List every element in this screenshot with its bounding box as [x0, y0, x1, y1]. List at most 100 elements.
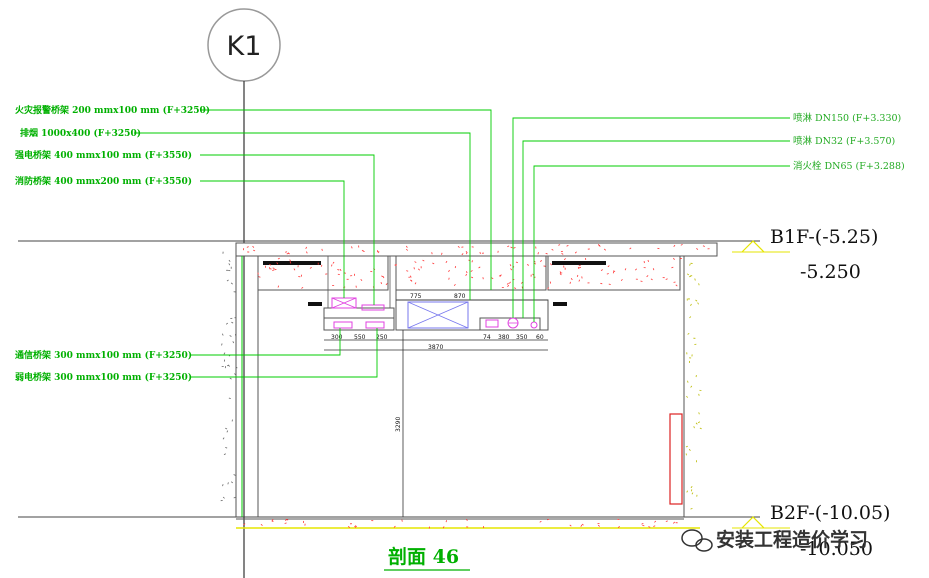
hatch-speckle — [235, 366, 238, 369]
hatch-speckle — [598, 244, 601, 247]
hatch-speckle — [509, 264, 512, 267]
hatch-speckle — [685, 445, 688, 448]
hatch-speckle — [471, 276, 474, 279]
hatch-speckle — [276, 262, 279, 265]
hatch-speckle — [360, 278, 363, 282]
hatch-speckle — [597, 524, 600, 527]
comm-tray — [333, 321, 353, 329]
hatch-speckle — [418, 268, 421, 271]
hatch-speckle — [225, 322, 229, 325]
concrete-hatch — [220, 243, 710, 529]
wechat-icon — [681, 529, 713, 552]
hatch-speckle — [506, 282, 509, 285]
hatch-speckle — [225, 427, 228, 430]
hatch-speckle — [578, 279, 581, 282]
hatch-speckle — [702, 245, 705, 247]
hatch-speckle — [686, 490, 689, 493]
hatch-speckle — [617, 525, 620, 528]
dim-250: 250 — [376, 334, 388, 341]
hatch-speckle — [381, 275, 384, 278]
hatch-speckle — [520, 281, 524, 284]
right-leaders — [512, 117, 790, 322]
hatch-speckle — [269, 263, 272, 266]
hatch-speckle — [410, 279, 413, 282]
hatch-speckle — [560, 250, 563, 253]
hatch-speckle — [243, 523, 246, 526]
hatch-speckle — [695, 299, 698, 302]
hatch-speckle — [698, 412, 700, 415]
hatch-speckle — [526, 264, 530, 266]
hatch-speckle — [620, 278, 623, 282]
level-b2f-name: B2F-(-10.05) — [770, 502, 890, 524]
hatch-speckle — [293, 268, 296, 271]
hatch-speckle — [320, 264, 323, 267]
hatch-speckle — [690, 385, 693, 388]
hatch-speckle — [380, 281, 382, 285]
dim-550: 550 — [354, 334, 366, 341]
hatch-speckle — [566, 244, 569, 247]
hatch-speckle — [406, 270, 409, 272]
hatch-speckle — [454, 266, 457, 269]
hatch-speckle — [230, 282, 233, 285]
hatch-speckle — [699, 427, 702, 430]
hatch-speckle — [461, 253, 464, 256]
hatch-speckle — [470, 270, 473, 272]
hatch-speckle — [453, 283, 456, 287]
hatch-speckle — [693, 426, 695, 429]
hatch-speckle — [648, 526, 651, 528]
hatch-speckle — [370, 270, 373, 273]
hatch-speckle — [547, 518, 550, 521]
watermark-text: 安装工程造价学习 — [716, 528, 868, 551]
hatch-speckle — [690, 303, 692, 306]
dim-60: 60 — [536, 334, 544, 341]
hatch-speckle — [321, 248, 323, 251]
hatch-speckle — [351, 246, 353, 249]
hatch-speckle — [689, 316, 692, 319]
hatch-speckle — [491, 277, 494, 280]
level-b1f-name: B1F-(-5.25) — [770, 226, 878, 248]
hatch-speckle — [652, 268, 655, 271]
hatch-speckle — [576, 274, 579, 277]
hatch-speckle — [580, 524, 583, 527]
hatch-speckle — [347, 526, 351, 528]
hatch-speckle — [221, 333, 224, 336]
hatch-speckle — [355, 525, 357, 528]
hatch-speckle — [289, 259, 291, 262]
hatch-speckle — [227, 482, 229, 485]
hatch-speckle — [305, 246, 307, 249]
hatch-speckle — [301, 286, 304, 289]
hatch-speckle — [558, 244, 561, 246]
level-b1f-value: -5.250 — [800, 261, 861, 283]
red-box-hydrant — [669, 413, 683, 505]
hatch-speckle — [654, 520, 657, 523]
hatch-speckle — [509, 281, 511, 284]
hatch-speckle — [260, 524, 263, 526]
hatch-speckle — [675, 284, 678, 287]
label-strong-tray: 强电桥架 400 mmx100 mm (F+3550) — [15, 149, 192, 161]
hatch-speckle — [550, 263, 552, 266]
hatch-speckle — [252, 245, 255, 248]
hatch-speckle — [507, 245, 510, 248]
hatch-speckle — [624, 268, 627, 271]
hatch-speckle — [233, 496, 236, 499]
hatch-speckle — [515, 261, 518, 264]
section-title: 剖面 46 — [388, 545, 459, 568]
hatch-speckle — [231, 321, 234, 324]
label-fire-tray: 消防桥架 400 mmx200 mm (F+3550) — [15, 175, 192, 187]
hatch-speckle — [563, 258, 566, 261]
hatch-speckle — [641, 522, 644, 525]
hatch-speckle — [232, 341, 235, 344]
hatch-speckle — [673, 244, 676, 247]
wechat-watermark: 安装工程造价学习 — [681, 528, 868, 552]
hatch-speckle — [545, 253, 548, 255]
hatch-speckle — [253, 249, 256, 252]
hatch-speckle — [600, 269, 603, 272]
hatch-speckle — [689, 275, 692, 278]
hatch-speckle — [225, 446, 228, 449]
hatch-speckle — [537, 252, 539, 255]
hatch-speckle — [228, 364, 230, 367]
hatch-speckle — [405, 248, 409, 251]
hatch-speckle — [393, 525, 396, 528]
hatch-speckle — [690, 486, 693, 489]
hatch-speckle — [306, 251, 308, 254]
